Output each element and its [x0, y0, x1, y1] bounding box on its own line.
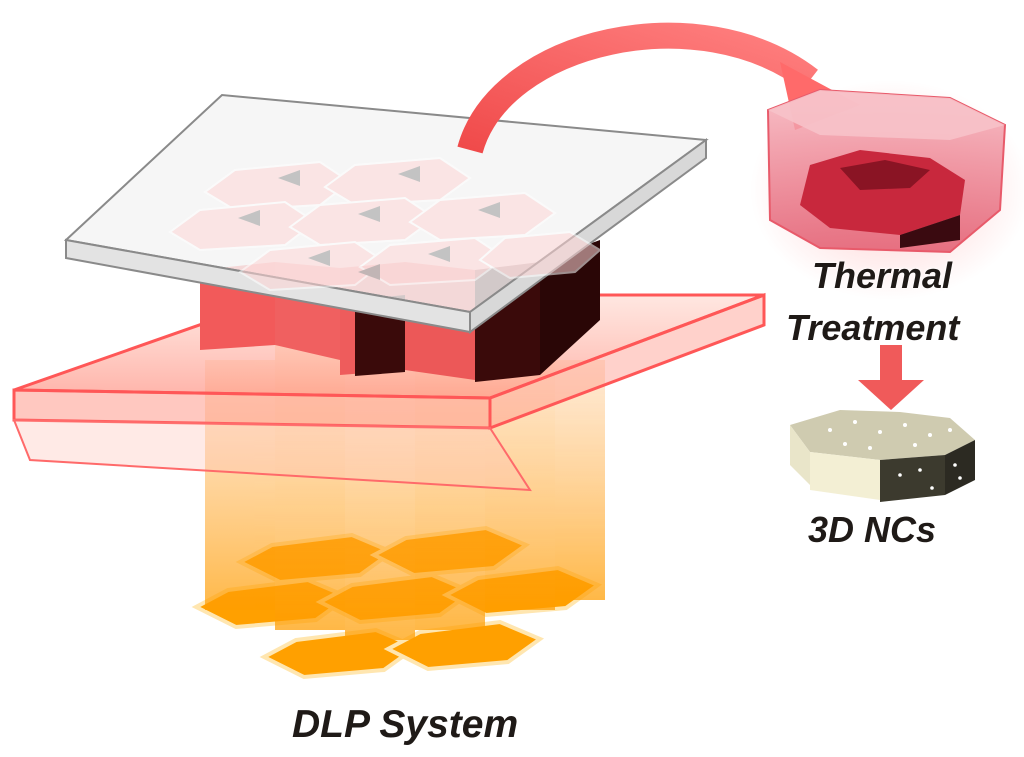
thermal-label-line1: Thermal	[812, 255, 953, 296]
down-arrow	[858, 345, 924, 410]
thermal-treatment-crucible	[750, 80, 1024, 300]
dlp-system-label: DLP System	[292, 703, 519, 746]
thermal-label-line2: Treatment	[786, 307, 960, 348]
honeycomb-through-plate	[168, 156, 602, 292]
nanocomposite-honeycomb	[790, 410, 975, 502]
nanocomposite-label: 3D NCs	[808, 509, 937, 550]
sample-in-crucible	[800, 150, 965, 248]
